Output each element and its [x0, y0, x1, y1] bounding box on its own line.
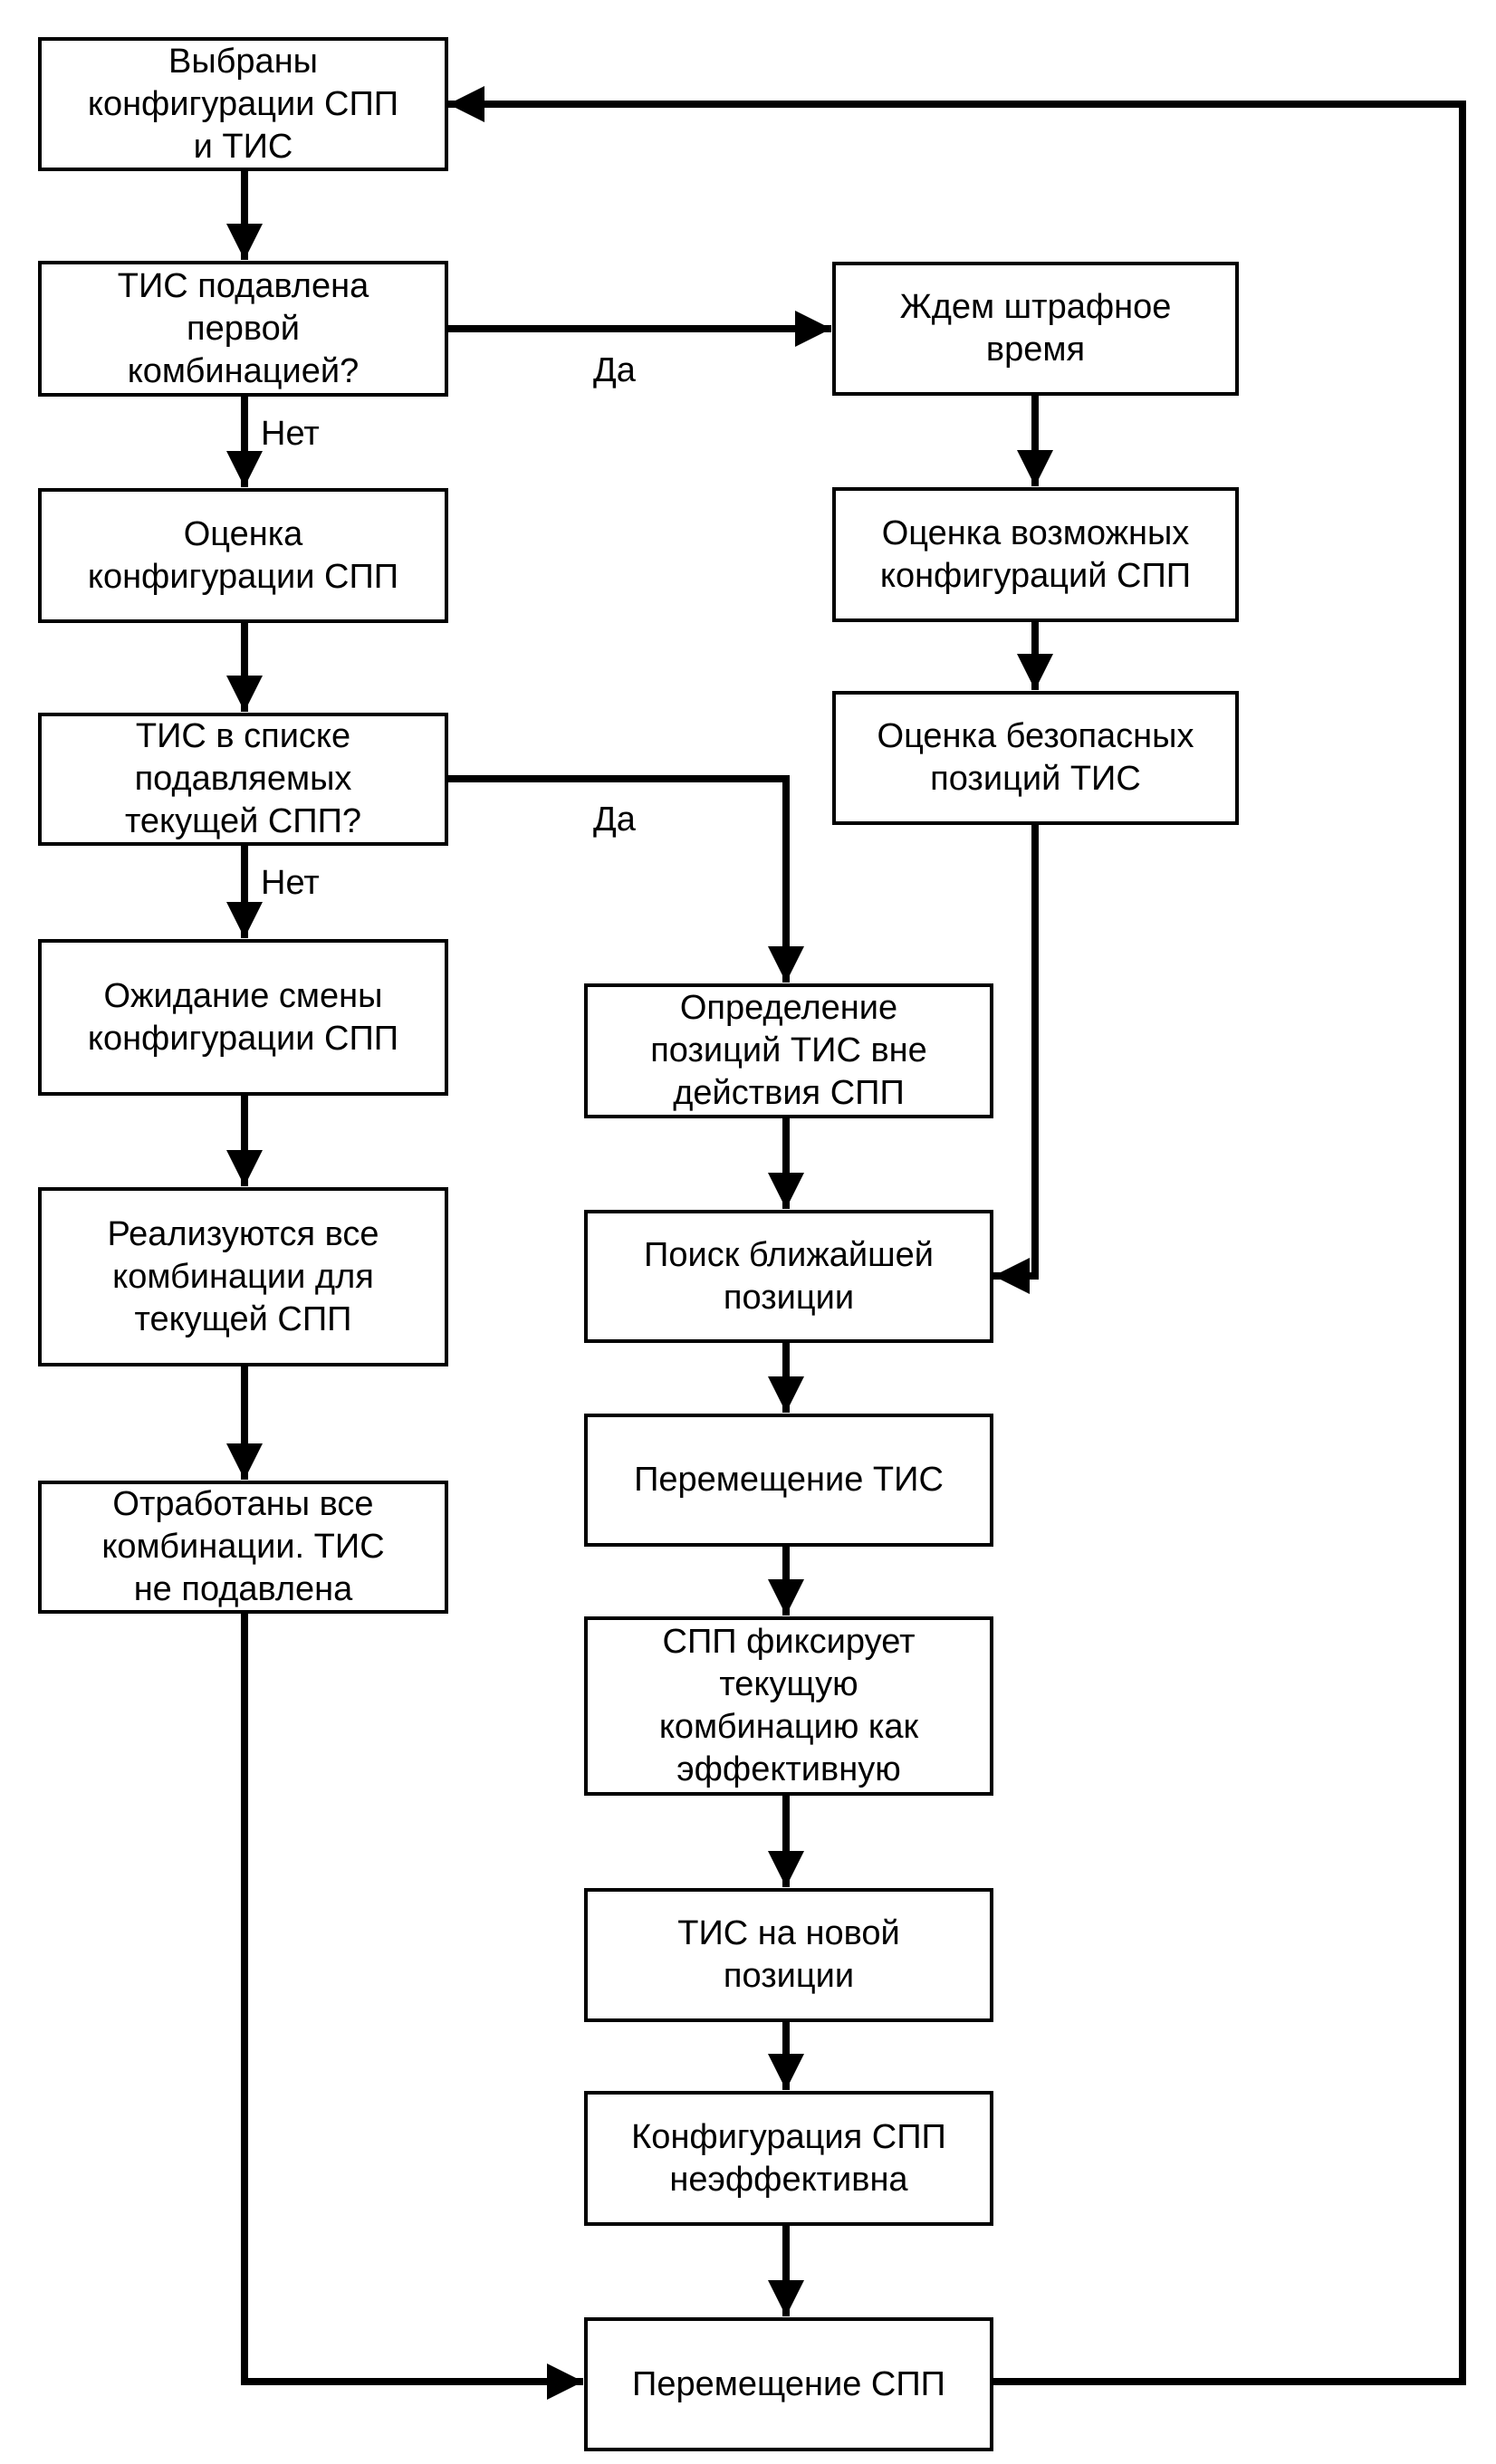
node-determine-positions: Определение позиций ТИС вне действия СПП [584, 983, 993, 1118]
node-move-tis: Перемещение ТИС [584, 1414, 993, 1547]
node-config-ineffective: Конфигурация СПП неэффективна [584, 2091, 993, 2226]
node-suppressed-first-decision: ТИС подавлена первой комбинацией? [38, 261, 448, 397]
node-evaluate-possible: Оценка возможных конфигураций СПП [832, 487, 1239, 622]
node-all-combinations: Реализуются все комбинации для текущей С… [38, 1187, 448, 1366]
label-no-suppressed: Нет [261, 415, 320, 453]
node-evaluate-safe: Оценка безопасных позиций ТИС [832, 691, 1239, 825]
arrow-done-to-move-spp [241, 1614, 583, 2400]
node-fix-combination: СПП фиксирует текущую комбинацию как эфф… [584, 1616, 993, 1796]
arrow-inlist-to-determine [448, 775, 804, 983]
label-no-in-list: Нет [261, 864, 320, 902]
label-yes-in-list: Да [593, 801, 636, 839]
node-move-spp: Перемещение СПП [584, 2317, 993, 2451]
node-evaluate-config: Оценка конфигурации СПП [38, 488, 448, 623]
node-done-not-suppressed: Отработаны все комбинации. ТИС не подавл… [38, 1481, 448, 1614]
node-wait-penalty: Ждем штрафное время [832, 262, 1239, 396]
node-in-list-decision: ТИС в списке подавляемых текущей СПП? [38, 713, 448, 846]
label-yes-suppressed: Да [593, 351, 636, 389]
node-tis-new-position: ТИС на новой позиции [584, 1888, 993, 2022]
arrow-move-spp-to-selected [448, 86, 1466, 2385]
arrow-safe-to-nearest [993, 825, 1039, 1294]
node-find-nearest: Поиск ближайшей позиции [584, 1210, 993, 1343]
node-wait-change: Ожидание смены конфигурации СПП [38, 939, 448, 1096]
node-selected-configs: Выбраны конфигурации СПП и ТИС [38, 37, 448, 171]
